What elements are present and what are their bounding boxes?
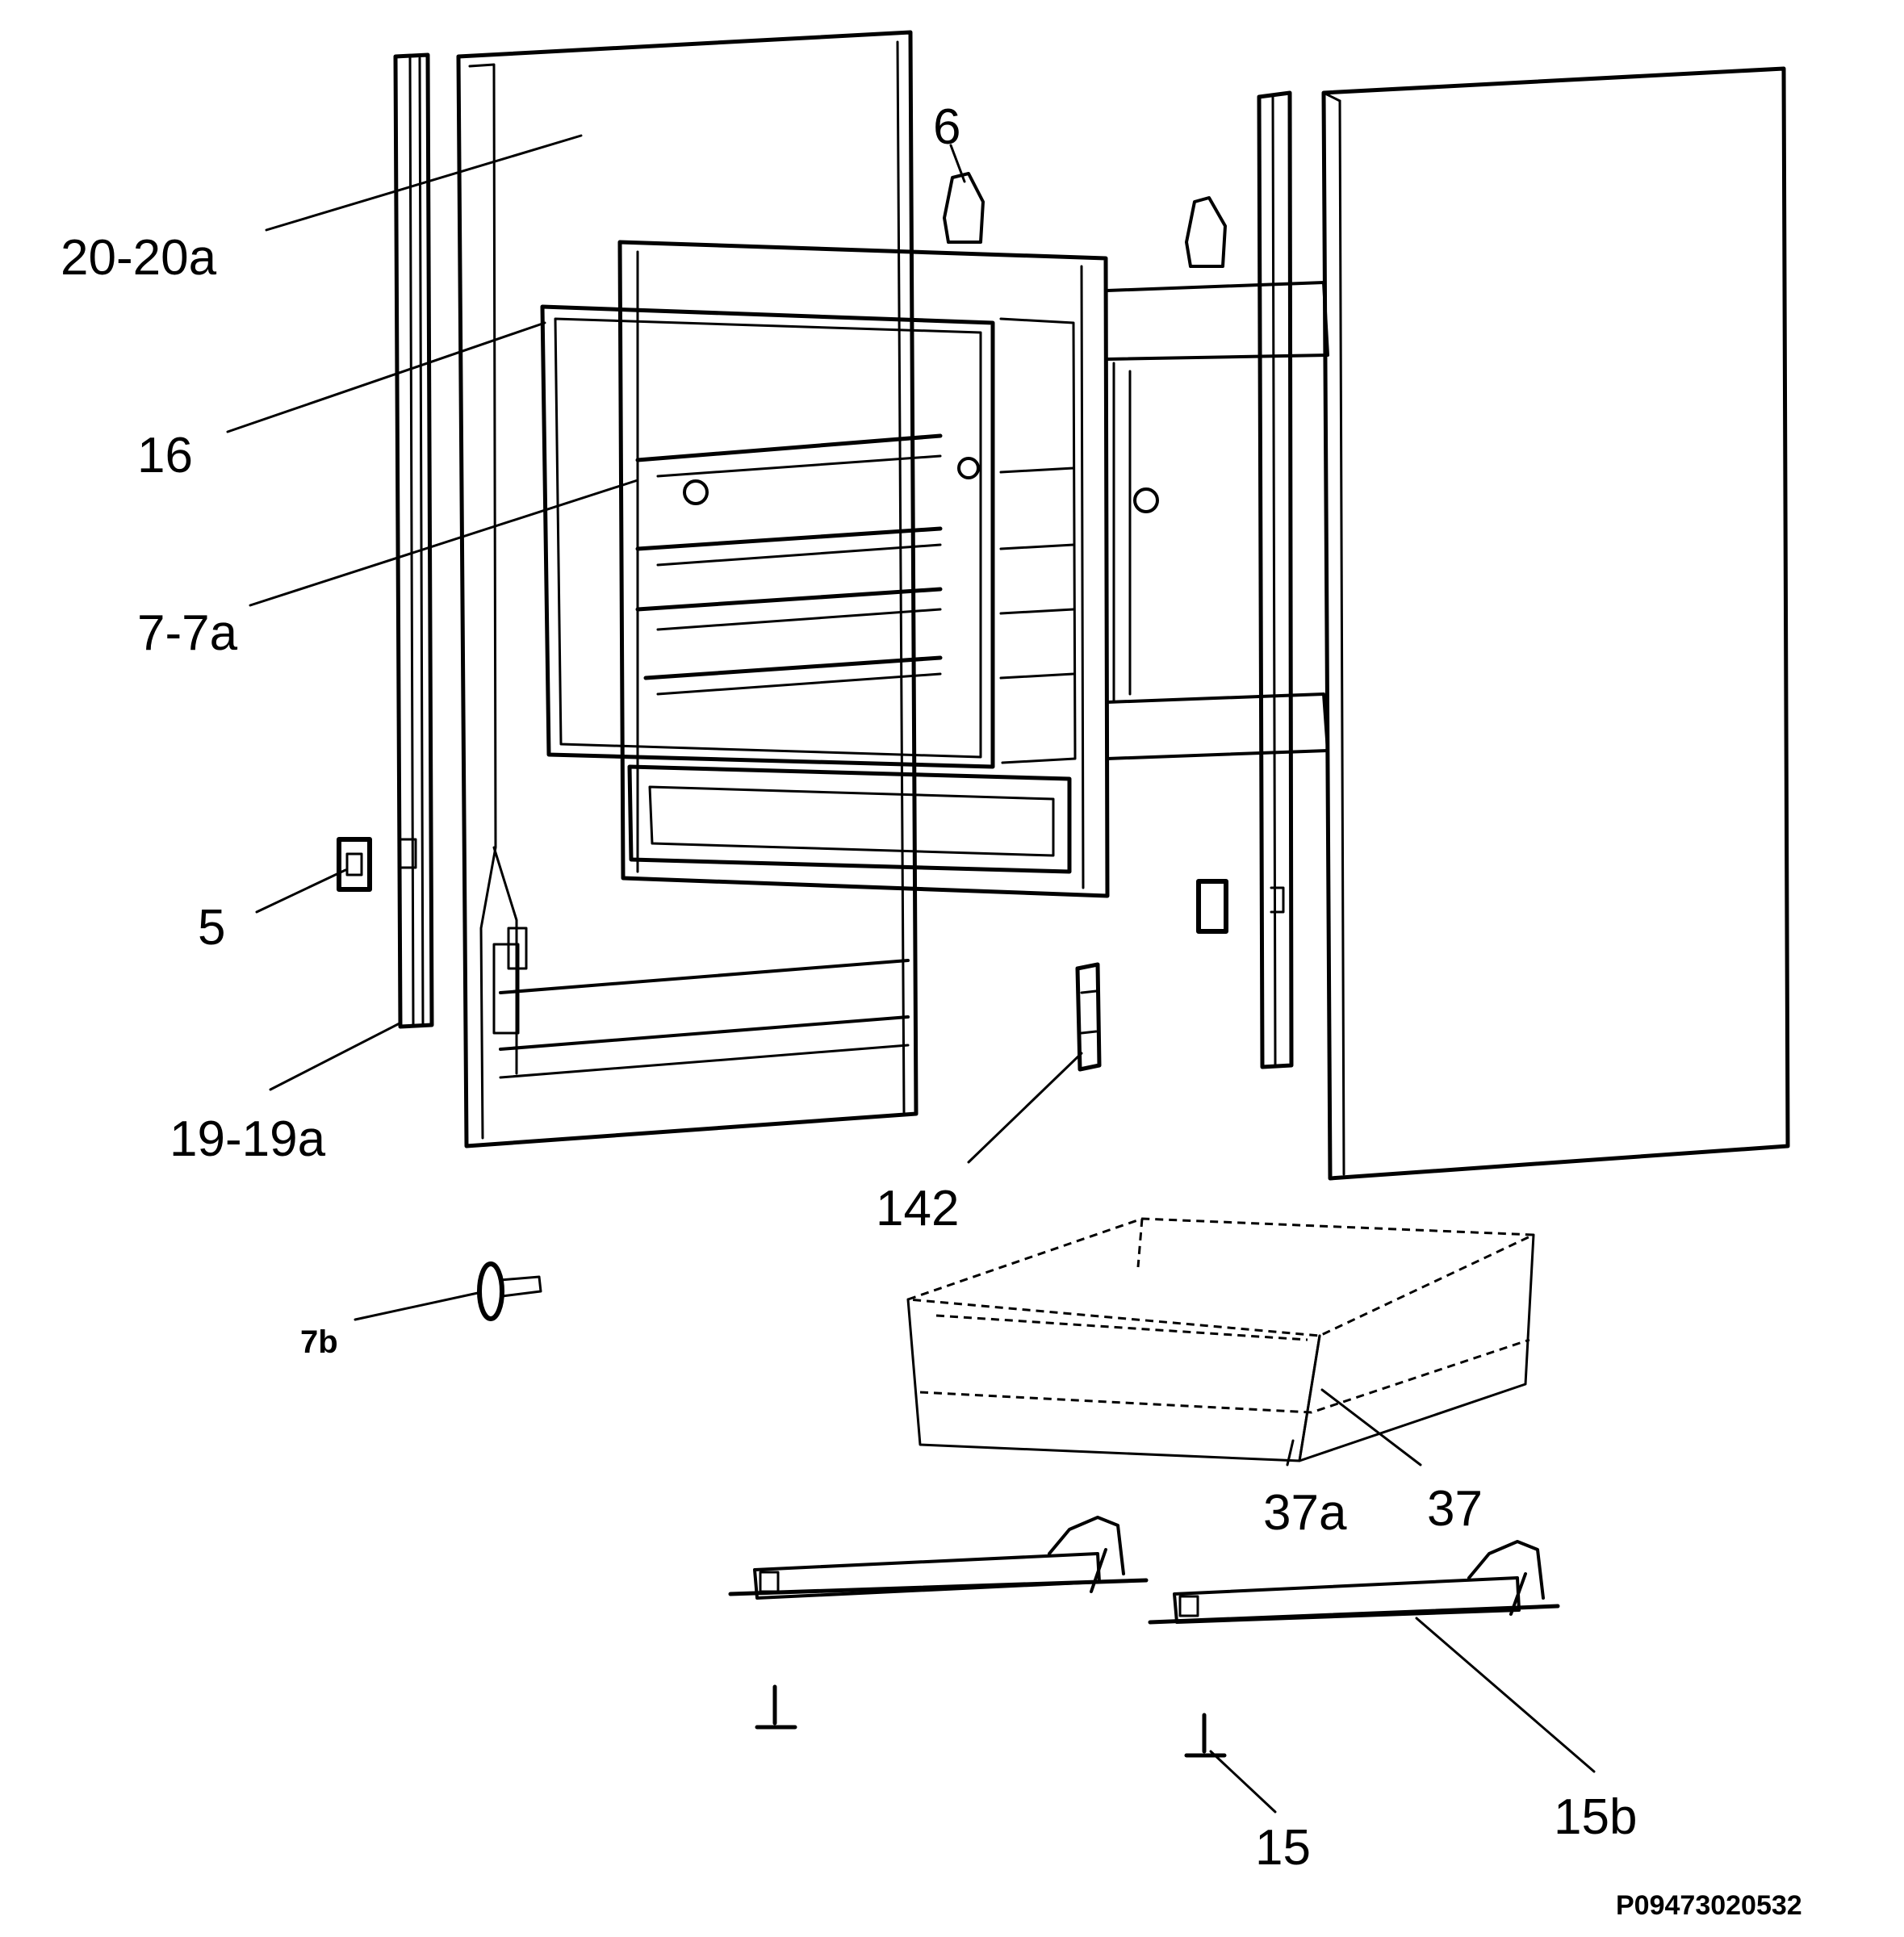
right-strip — [1257, 90, 1294, 1069]
label-5: 5 — [198, 900, 225, 956]
left-strip — [393, 52, 434, 1029]
reference-code: P09473020532 — [1616, 1890, 1802, 1921]
label-142: 142 — [876, 1181, 959, 1236]
knob-part — [477, 1261, 542, 1321]
storage-drawer — [906, 1217, 1535, 1462]
right-side-panel — [1321, 66, 1790, 1181]
foot-rail-right — [1148, 1540, 1560, 1625]
leader-lines — [226, 134, 1596, 1814]
label-6: 6 — [933, 99, 960, 155]
foot-right — [1184, 1713, 1227, 1758]
label-16: 16 — [137, 428, 193, 483]
oven-cavity — [540, 240, 1110, 898]
label-20-20a: 20-20a — [61, 230, 217, 286]
label-15b: 15b — [1554, 1789, 1637, 1845]
hinge-parts — [943, 172, 1227, 268]
label-7-7a: 7-7a — [137, 605, 238, 661]
label-19-19a: 19-19a — [169, 1111, 326, 1167]
label-37: 37 — [1427, 1481, 1483, 1537]
foot-left — [755, 1684, 797, 1730]
clip-parts — [337, 837, 1228, 1072]
rear-frame — [1106, 281, 1329, 760]
left-side-panel — [456, 30, 919, 1148]
label-15: 15 — [1255, 1820, 1311, 1876]
foot-rail-left — [728, 1516, 1149, 1600]
label-37a: 37a — [1263, 1485, 1347, 1541]
label-7b: 7b — [300, 1324, 338, 1360]
